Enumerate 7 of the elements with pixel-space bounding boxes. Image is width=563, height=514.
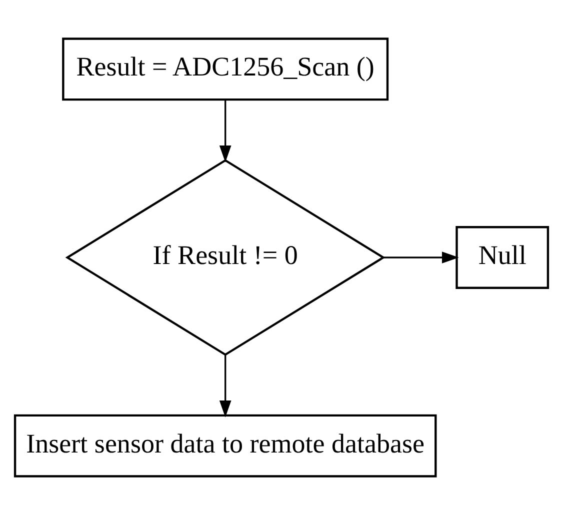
node-box: Result = ADC1256_Scan () <box>62 37 389 100</box>
arrow <box>219 99 232 162</box>
arrow <box>219 354 232 417</box>
arrow <box>383 251 459 263</box>
node-box: Insert sensor data to remote database <box>14 414 437 477</box>
node-box: Null <box>456 226 550 288</box>
node-diamond: If Result != 0 <box>65 158 386 356</box>
